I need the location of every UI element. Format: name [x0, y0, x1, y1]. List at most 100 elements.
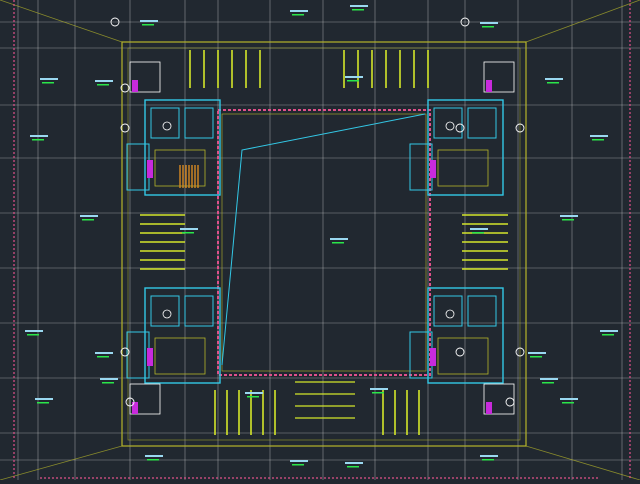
dimension-tick [562, 402, 574, 404]
dimension-tick [347, 80, 359, 82]
lobby [154, 337, 206, 375]
dimension-tick [292, 14, 304, 16]
dimension-tick [27, 334, 39, 336]
annotation-tag [80, 215, 98, 217]
annotation-tag [528, 352, 546, 354]
annotation-tag [345, 76, 363, 78]
column-marker [445, 121, 455, 131]
door-marker [147, 160, 153, 178]
dimension-tick [32, 139, 44, 141]
corner-diagonal [525, 445, 640, 481]
annotation-tag [25, 330, 43, 332]
core-bottom-right [409, 287, 504, 384]
lobby [437, 149, 489, 187]
annotation-tag [100, 378, 118, 380]
corner-room [129, 61, 161, 93]
stair-landing [184, 295, 214, 327]
dimension-tick [472, 232, 484, 234]
dimension-tick [82, 219, 94, 221]
section-marker [110, 17, 120, 27]
dimension-tick [482, 459, 494, 461]
dimension-tick [97, 84, 109, 86]
dimension-tick [592, 139, 604, 141]
section-marker [455, 347, 465, 357]
central-courtyard [217, 109, 431, 376]
corner-door [132, 402, 138, 414]
annotation-tag [330, 238, 348, 240]
dimension-tick [482, 26, 494, 28]
dimension-tick [102, 382, 114, 384]
annotation-tag [140, 20, 158, 22]
annotation-tag [30, 135, 48, 137]
courtyard-boundary [217, 109, 431, 376]
dimension-tick [547, 82, 559, 84]
column-marker [162, 309, 172, 319]
annotations [25, 5, 618, 468]
dimension-tick [602, 334, 614, 336]
annotation-tag [560, 398, 578, 400]
section-marker [120, 123, 130, 133]
corner-door [132, 80, 138, 92]
outer-wall [121, 41, 527, 447]
column-marker [162, 121, 172, 131]
core-outline [427, 99, 504, 196]
annotation-tag [345, 462, 363, 464]
parking-stalls [140, 50, 508, 435]
dimension-tick [562, 219, 574, 221]
elevator-shaft [150, 295, 180, 327]
dimension-tick [37, 402, 49, 404]
door-marker [430, 348, 436, 366]
door-marker [430, 160, 436, 178]
annotation-tag [180, 228, 198, 230]
elevator-shaft [433, 295, 463, 327]
stair-landing [467, 295, 497, 327]
section-marker [120, 347, 130, 357]
core-bottom-left [126, 287, 221, 384]
annotation-tag [350, 5, 368, 7]
annotation-tag [370, 388, 388, 390]
dimension-tick [147, 459, 159, 461]
stair-landing [184, 107, 214, 139]
annotation-tag [290, 460, 308, 462]
corner-door [486, 80, 492, 92]
core-outline [144, 99, 221, 196]
annotation-tag [590, 135, 608, 137]
courtyard-inner-edge [221, 113, 427, 372]
dimension-tick [142, 24, 154, 26]
annotation-tag [480, 455, 498, 457]
annotation-tag [545, 78, 563, 80]
annotation-tag [290, 10, 308, 12]
annotation-tag [480, 22, 498, 24]
core-outline [427, 287, 504, 384]
core-outline [144, 287, 221, 384]
elevator-shaft [433, 107, 463, 139]
dimension-tick [292, 464, 304, 466]
section-marker [460, 17, 470, 27]
section-marker [515, 123, 525, 133]
corner-diagonal [525, 0, 640, 43]
section-marker [455, 123, 465, 133]
corner-room [483, 61, 515, 93]
lobby [437, 337, 489, 375]
section-marker [120, 83, 130, 93]
annotation-tag [470, 228, 488, 230]
annotation-tag [40, 78, 58, 80]
annotation-tag [560, 215, 578, 217]
stair-landing [467, 107, 497, 139]
corner-door [486, 402, 492, 414]
dimension-tick [247, 396, 259, 398]
section-marker [505, 397, 515, 407]
core-top-right [409, 99, 504, 196]
door-marker [147, 348, 153, 366]
section-marker [515, 347, 525, 357]
dimension-tick [347, 466, 359, 468]
courtyard-leader-line [221, 113, 426, 366]
inner-wall [127, 47, 521, 441]
annotation-tag [95, 352, 113, 354]
dimension-tick [530, 356, 542, 358]
annotation-tag [95, 80, 113, 82]
dimension-tick [372, 392, 384, 394]
